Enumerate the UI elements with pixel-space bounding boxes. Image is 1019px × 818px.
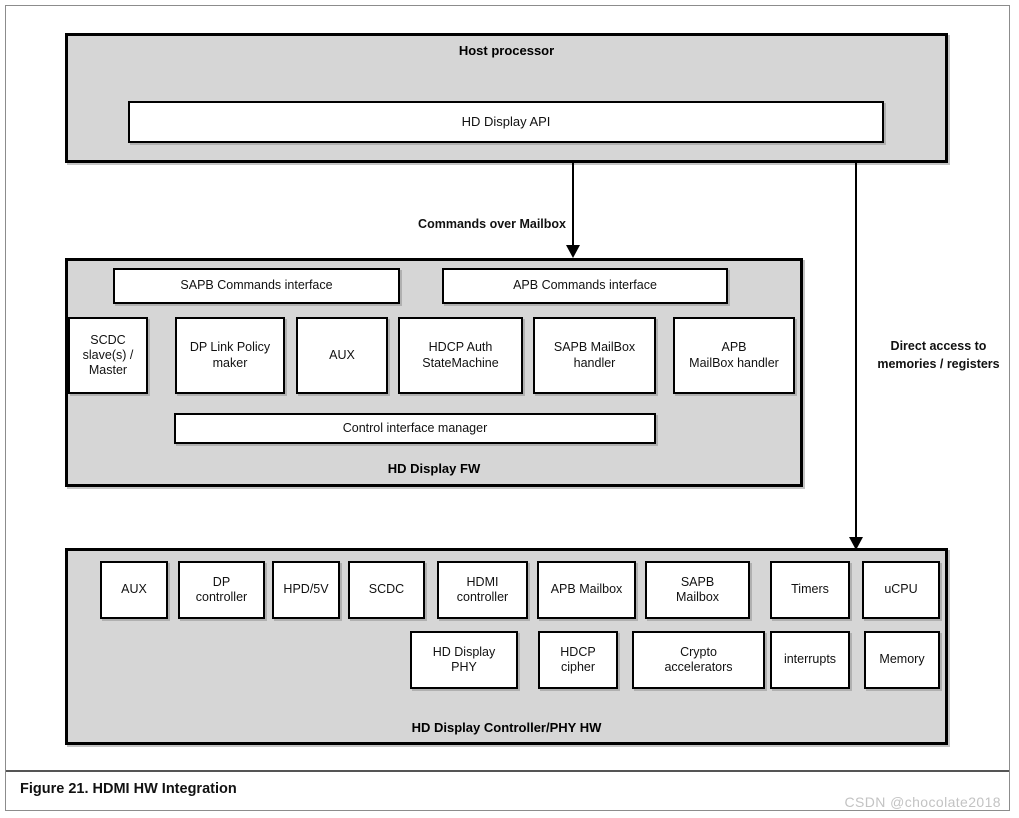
fw-module-scdc-slave-master: SCDC slave(s) / Master (68, 317, 148, 394)
direct-access-arrow-head (849, 537, 863, 550)
hw-block-hpd-5v: HPD/5V (272, 561, 340, 619)
fw-module-apb-mailbox-handler: APB MailBox handler (673, 317, 795, 394)
hw-block-aux: AUX (100, 561, 168, 619)
hd-display-controller-phy-hw-title: HD Display Controller/PHY HW (411, 720, 602, 735)
caption-bottom-rule (6, 810, 1009, 811)
hw-block-hd-display-phy: HD Display PHY (410, 631, 518, 689)
mailbox-arrow-line (572, 163, 574, 247)
hw-block-hdmi-controller: HDMI controller (437, 561, 528, 619)
fw-module-aux: AUX (296, 317, 388, 394)
host-processor-title: Host processor (458, 43, 555, 58)
hd-display-fw-title: HD Display FW (387, 461, 481, 476)
hw-block-apb-mailbox: APB Mailbox (537, 561, 636, 619)
hw-block-crypto-accelerators: Crypto accelerators (632, 631, 765, 689)
hw-block-scdc: SCDC (348, 561, 425, 619)
hw-block-memory: Memory (864, 631, 940, 689)
figure-caption: Figure 21. HDMI HW Integration (20, 781, 237, 797)
direct-access-arrow-label-line1: Direct access to (890, 339, 987, 353)
hw-block-timers: Timers (770, 561, 850, 619)
direct-access-arrow-label-line2: memories / registers (877, 357, 1000, 371)
caption-top-rule (6, 770, 1009, 772)
csdn-watermark: CSDN @chocolate2018 (844, 794, 1001, 810)
hw-block-interrupts: interrupts (770, 631, 850, 689)
hw-block-sapb-mailbox: SAPB Mailbox (645, 561, 750, 619)
direct-access-arrow-line (855, 163, 857, 539)
hd-display-api-box: HD Display API (128, 101, 884, 143)
sapb-commands-interface-box: SAPB Commands interface (113, 268, 400, 304)
apb-commands-interface-box: APB Commands interface (442, 268, 728, 304)
hw-block-dp-controller: DP controller (178, 561, 265, 619)
hw-block-hdcp-cipher: HDCP cipher (538, 631, 618, 689)
control-interface-manager-box: Control interface manager (174, 413, 656, 444)
fw-module-sapb-mailbox-handler: SAPB MailBox handler (533, 317, 656, 394)
fw-module-dp-link-policy-maker: DP Link Policy maker (175, 317, 285, 394)
hw-block-ucpu: uCPU (862, 561, 940, 619)
mailbox-arrow-head (566, 245, 580, 258)
fw-module-hdcp-auth-statemachine: HDCP Auth StateMachine (398, 317, 523, 394)
mailbox-arrow-label: Commands over Mailbox (418, 217, 566, 231)
